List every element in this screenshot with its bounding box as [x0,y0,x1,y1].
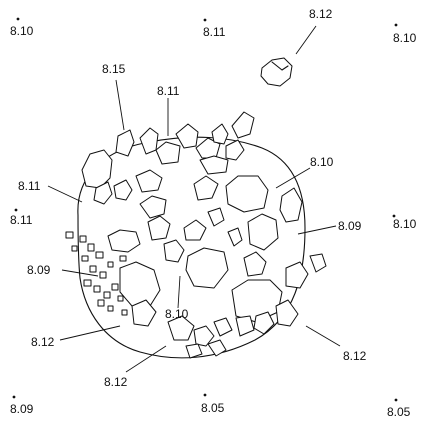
callout-label-right-8-12: 8.12 [343,349,367,363]
outer-label-bottom-center: 8.05 [201,401,225,415]
callout-label-bottom-8-12: 8.12 [104,375,128,389]
pebble-cluster [81,111,327,359]
stray-pebble: 8.12 [260,7,333,87]
callout-label-right-8-10: 8.10 [310,155,334,169]
outer-label-bottom-right: 8.05 [387,405,411,419]
outer-label-top-right: 8.10 [393,31,417,45]
outer-label-top-left: 8.10 [10,24,34,38]
outer-labels: 8.10 8.11 8.10 8.11 8.10 8.09 8.05 8.05 [10,17,417,419]
leader-lines [47,79,341,373]
outer-label-mid-left: 8.11 [10,213,33,227]
callout-label-left-8-11: 8.11 [18,179,41,193]
outer-label-mid-right: 8.10 [393,217,417,231]
callout-label-left-8-12: 8.12 [31,335,55,349]
outer-label-bottom-left: 8.09 [10,402,34,416]
callout-label-left-8-09: 8.09 [27,263,51,277]
callout-label-top-8-11: 8.11 [157,84,180,98]
stray-pebble-label: 8.12 [309,7,333,21]
outer-label-top-center: 8.11 [203,25,226,39]
callout-labels: 8.15 8.11 8.10 8.11 8.09 8.09 8.12 8.10 … [18,62,367,389]
callout-label-8-15: 8.15 [102,62,126,76]
gravel-scatter [65,231,128,316]
callout-label-right-8-09: 8.09 [338,219,362,233]
callout-label-center-8-10: 8.10 [165,307,189,321]
